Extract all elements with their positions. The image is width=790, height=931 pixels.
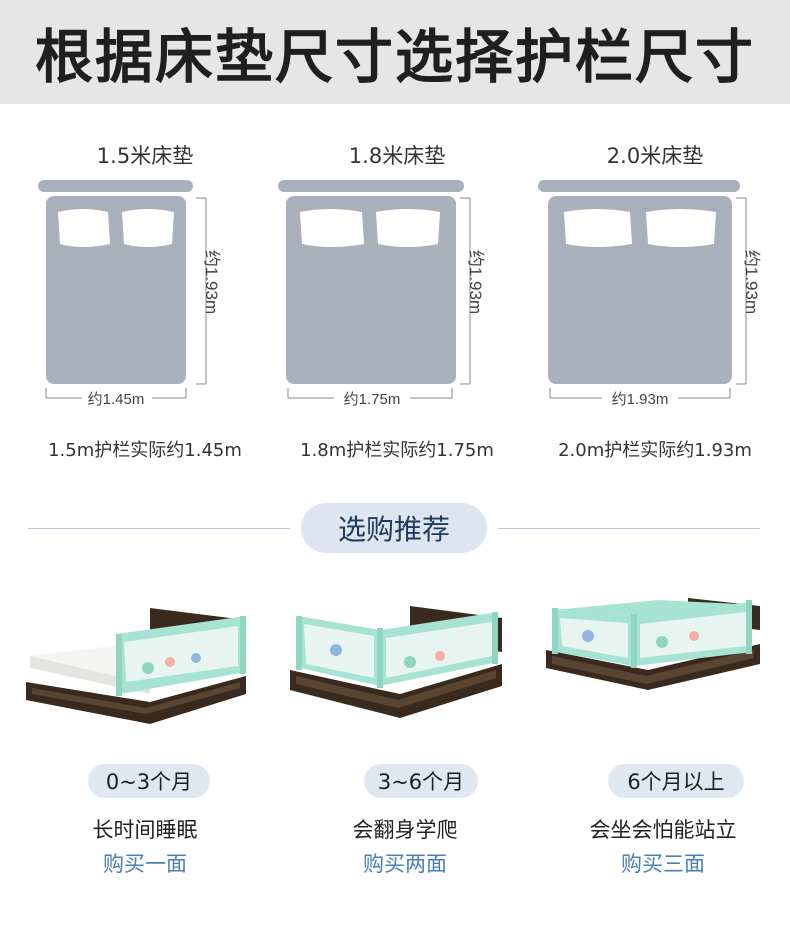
pillow-left (564, 209, 632, 247)
pillow-right (376, 209, 440, 247)
height-label: 约1.93m (202, 250, 221, 314)
bed-diagram: 约1.93m 约1.45m (38, 180, 221, 408)
headboard (538, 180, 740, 192)
width-label: 约1.45m (88, 391, 145, 408)
headboard (278, 180, 464, 192)
size-option-1-5: 1.5米床垫 约1.93m 约1.45m 1.5m护栏实际约1.45m (20, 130, 270, 470)
mattress-size-title: 1.5米床垫 (96, 144, 194, 168)
divider-left (28, 528, 290, 529)
buy-three-sides-link[interactable]: 购买三面 (621, 852, 705, 876)
size-option-2-0: 2.0米床垫 约1.93m 约1.93m 2.0m护栏实际约1.93m (530, 130, 780, 470)
size-option-1-8: 1.8米床垫 约1.93m 约1.75m 1.8m护栏实际约1.75m (272, 130, 522, 470)
height-label: 约1.93m (466, 250, 485, 314)
bed-diagram: 约1.93m 约1.93m (538, 180, 761, 408)
guard-size-caption: 1.5m护栏实际约1.45m (48, 440, 242, 461)
pillow-left (300, 209, 364, 247)
bed-guard-one-side-image (26, 608, 246, 724)
bed-guard-three-side-image (546, 598, 760, 690)
recommend-badge: 选购推荐 (301, 503, 487, 553)
age-option-3-6[interactable]: 3~6个月 会翻身学爬 购买两面 (280, 590, 530, 890)
headboard (38, 180, 193, 192)
age-label: 0~3个月 (105, 770, 193, 794)
divider-right (498, 528, 760, 529)
age-description: 会翻身学爬 (352, 818, 458, 842)
guard-size-caption: 1.8m护栏实际约1.75m (300, 440, 494, 461)
width-label: 约1.75m (344, 391, 401, 408)
mattress-size-title: 1.8米床垫 (348, 144, 446, 168)
page-title: 根据床垫尺寸选择护栏尺寸 (34, 23, 755, 91)
buy-two-sides-link[interactable]: 购买两面 (363, 852, 447, 876)
guard-size-caption: 2.0m护栏实际约1.93m (558, 440, 752, 461)
bed-diagram: 约1.93m 约1.75m (278, 180, 485, 408)
age-label: 3~6个月 (377, 770, 465, 794)
page-header: 根据床垫尺寸选择护栏尺寸 (0, 0, 790, 104)
age-description: 会坐会怕能站立 (589, 818, 737, 842)
pillow-right (122, 209, 174, 247)
pillow-right (646, 209, 716, 247)
buy-one-side-link[interactable]: 购买一面 (103, 852, 187, 876)
age-pill: 0~3个月 (88, 764, 210, 798)
bed-guard-two-side-image (290, 606, 502, 718)
recommend-label: 选购推荐 (337, 513, 450, 546)
age-label: 6个月以上 (627, 770, 725, 794)
height-label: 约1.93m (742, 250, 761, 314)
width-label: 约1.93m (612, 391, 669, 408)
age-option-6-plus[interactable]: 6个月以上 会坐会怕能站立 购买三面 (538, 590, 788, 890)
mattress-size-title: 2.0米床垫 (606, 144, 704, 168)
pillow-left (58, 209, 110, 247)
age-pill: 6个月以上 (608, 764, 744, 798)
age-pill: 3~6个月 (364, 764, 478, 798)
age-description: 长时间睡眠 (92, 818, 198, 842)
age-option-0-3[interactable]: 0~3个月 长时间睡眠 购买一面 (20, 590, 270, 890)
